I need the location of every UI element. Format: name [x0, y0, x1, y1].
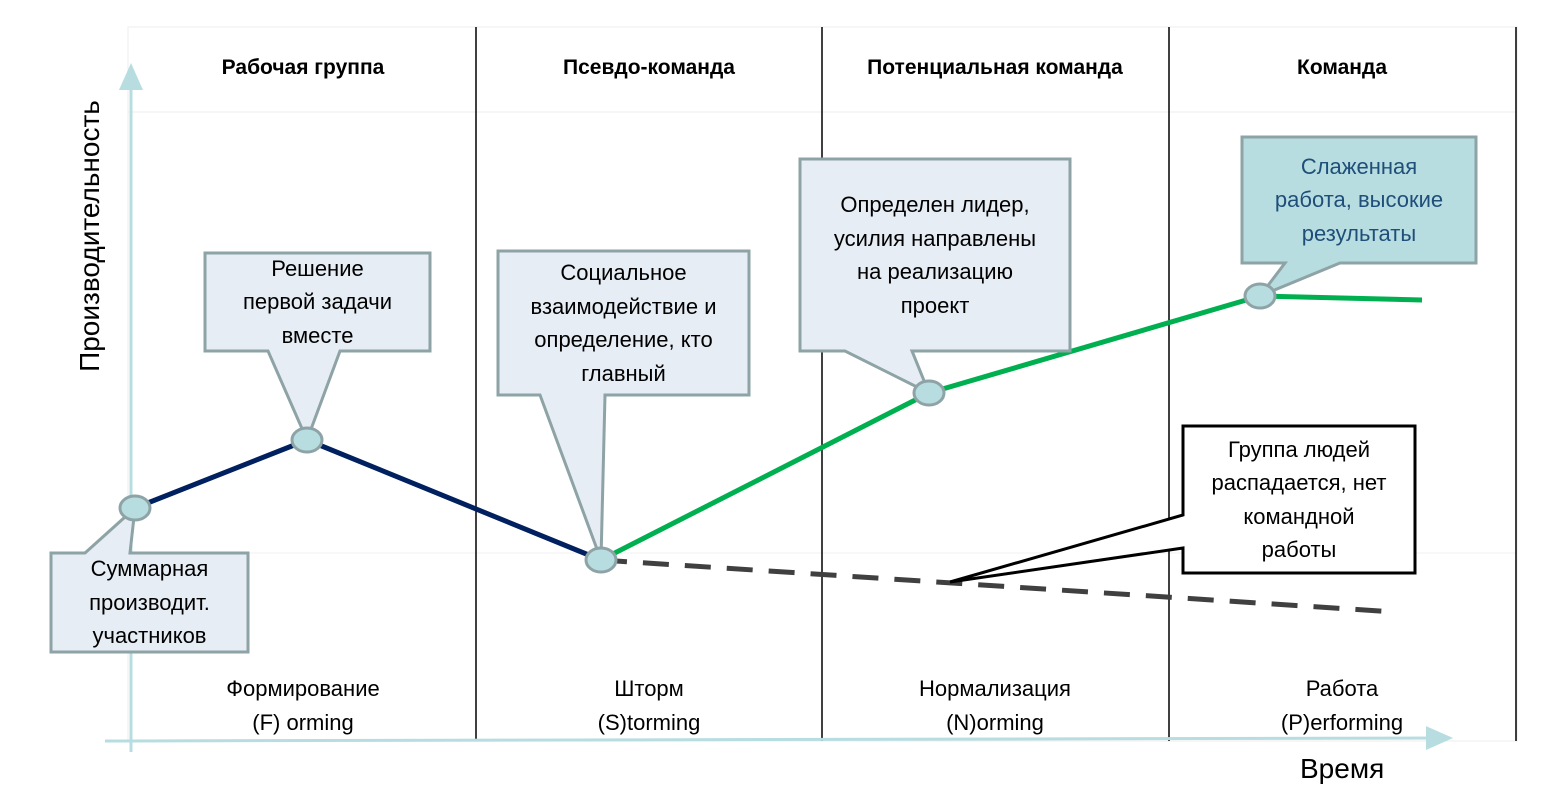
callout-social-interaction: Социальное взаимодействие и определение, к… — [498, 251, 749, 395]
stage-forming: Формирование (F) orming — [130, 672, 476, 740]
callout-high-results: Слаженная работа, высокие результаты — [1242, 137, 1476, 263]
stage-name: Работа — [1305, 676, 1379, 701]
y-axis-label: Производительность — [74, 100, 105, 372]
callout-line: Слаженная — [1300, 153, 1418, 179]
stage-english: (N)orming — [946, 710, 1044, 735]
callout-first-task: Решение первой задачи вместе — [205, 253, 430, 351]
column-header-work-group: Рабочая группа — [221, 56, 385, 79]
callout-shape-5 — [1240, 135, 1478, 300]
callout-total-productivity: Суммарная производит. участников — [51, 553, 248, 652]
stage-name: Нормализация — [919, 676, 1071, 701]
callout-leader-defined: Определен лидер, усилия направлены на реал… — [800, 159, 1070, 351]
callout-line: Решение — [271, 255, 364, 281]
callout-line: Суммарная — [90, 556, 209, 582]
callout-line: усилия направлены — [833, 225, 1037, 251]
callout-line: первой задачи — [242, 289, 393, 315]
stage-name: Шторм — [614, 676, 684, 701]
callout-line: распадается, нет — [1211, 470, 1387, 495]
callout-line: участников — [92, 623, 207, 649]
stage-norming: Нормализация (N)orming — [822, 672, 1168, 740]
stage-english: (S)torming — [597, 710, 701, 735]
stage-name: Формирование — [226, 676, 380, 701]
callout-line: на реализацию — [856, 259, 1014, 284]
callout-shape-1 — [49, 504, 250, 654]
callout-line: производит. — [89, 589, 210, 615]
stage-english: (F) orming — [252, 710, 354, 735]
callout-line: работы — [1261, 537, 1337, 562]
callout-shape-2 — [203, 251, 432, 445]
callout-line: Группа людей — [1227, 436, 1371, 462]
callout-group-falls-apart: Группа людей распадается, нет командной раб… — [1183, 426, 1415, 573]
decline-dashed-line — [600, 557, 1396, 615]
callout-line: взаимодействие и — [530, 293, 717, 319]
callout-line: проект — [900, 292, 970, 318]
callout-line: работа, высокие — [1274, 187, 1444, 213]
callout-shape-6 — [949, 424, 1417, 584]
stage-performing: Работа (P)erforming — [1169, 672, 1515, 740]
callout-line: Социальное — [560, 260, 687, 285]
callout-shape-3 — [496, 249, 751, 561]
milestone-nodes — [118, 282, 1277, 574]
callout-line: определение, кто — [534, 327, 713, 352]
x-axis-label: Время — [1300, 753, 1385, 784]
x-axis-arrow — [104, 726, 1453, 751]
column-dividers — [475, 27, 1517, 741]
stage-english: (P)erforming — [1280, 710, 1404, 735]
stage-storming: Шторм (S)torming — [476, 672, 822, 740]
column-header-team: Команда — [1297, 56, 1387, 79]
callout-line: Определен лидер, — [840, 192, 1030, 217]
column-header-pseudo-team: Псевдо-команда — [563, 56, 735, 79]
growth-line — [599, 293, 1423, 563]
callout-line: вместе — [281, 322, 354, 348]
callout-line: командной — [1243, 503, 1355, 529]
callout-line: главный — [581, 360, 666, 386]
callout-line: результаты — [1301, 220, 1417, 246]
callout-shape-4 — [798, 157, 1072, 397]
column-header-potential-team: Потенциальная команда — [867, 56, 1123, 79]
